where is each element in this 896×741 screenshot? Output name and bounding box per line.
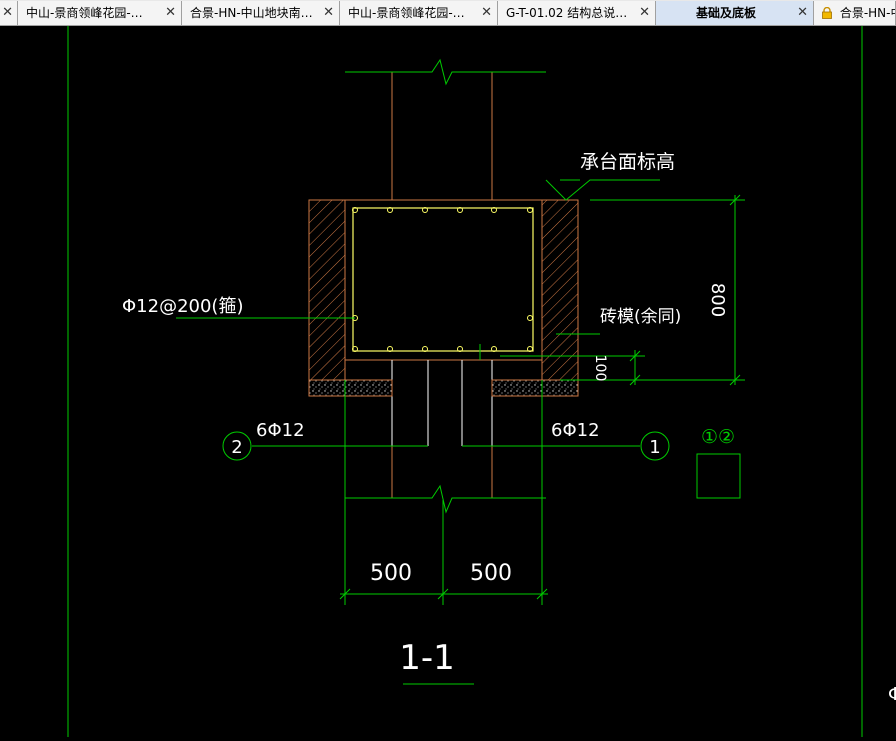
rebar-dots	[352, 207, 533, 352]
label-brick-mold: 砖模(余同)	[600, 307, 681, 327]
brick-mold-right	[541, 199, 579, 381]
dimension-500-left: 500	[370, 561, 412, 586]
label-rebar-left: 6Φ12	[256, 420, 305, 441]
marker-1-text: 1	[649, 437, 660, 458]
cushion-layer	[308, 379, 579, 397]
label-rebar-right: 6Φ12	[551, 420, 600, 441]
section-marker-1: 1	[640, 431, 670, 461]
tab-label: G-T-01.02 结构总说…	[506, 6, 628, 20]
legend-marks: ①②	[701, 426, 735, 448]
close-icon[interactable]: ✕	[797, 5, 808, 20]
tab-structure-notes[interactable]: G-T-01.02 结构总说… ✕	[498, 1, 656, 25]
rebar-cage	[352, 207, 534, 352]
pile-cap	[308, 199, 579, 381]
dimension-100	[500, 350, 645, 386]
label-stirrup: Φ12@200(箍)	[122, 296, 243, 317]
brick-mold-left	[308, 199, 346, 381]
dimension-500-right: 500	[470, 561, 512, 586]
tab-hejing-hn[interactable]: 合景-HN-中山地块南… ✕	[182, 1, 340, 25]
column-upper	[345, 58, 546, 200]
tab-label: 中山-景商领峰花园-…	[26, 6, 143, 20]
tab-foundation-slab[interactable]: 基础及底板 ✕	[656, 1, 814, 25]
lock-icon	[822, 7, 832, 19]
dimension-100-text: 100	[592, 355, 608, 382]
close-icon[interactable]: ✕	[323, 5, 334, 20]
leaders	[176, 179, 660, 447]
dimension-500-500	[339, 380, 548, 605]
section-drawing: 2 1 ①② 承台面标高 Φ12@200(箍) 砖模(余同) 800 100 6…	[67, 26, 896, 737]
close-icon[interactable]: ✕	[639, 5, 650, 20]
document-tab-bar: ✕ 中山-景商领峰花园-… ✕ 合景-HN-中山地块南… ✕ 中山-景商领峰花园…	[0, 0, 896, 26]
label-cap-top-elevation: 承台面标高	[580, 151, 675, 173]
tab-label: 中山-景商领峰花园-…	[348, 6, 465, 20]
close-icon[interactable]: ✕	[2, 5, 13, 20]
close-icon[interactable]: ✕	[165, 5, 176, 20]
tab-zhongshan-2[interactable]: 中山-景商领峰花园-… ✕	[340, 1, 498, 25]
tab-hejing-locked[interactable]: 合景-HN-中	[814, 1, 896, 25]
edge-partial-glyph: Φ	[888, 684, 896, 705]
tab-label: 基础及底板	[696, 6, 757, 20]
close-icon[interactable]: ✕	[481, 5, 492, 20]
cad-drawing-canvas[interactable]: 2 1 ①② 承台面标高 Φ12@200(箍) 砖模(余同) 800 100 6…	[0, 26, 896, 737]
marker-2-text: 2	[231, 437, 242, 458]
section-title: 1-1	[399, 638, 455, 678]
tab-label: 合景-HN-中山地块南…	[190, 6, 313, 20]
tab-zhongshan-1[interactable]: 中山-景商领峰花园-… ✕	[18, 1, 182, 25]
legend: ①②	[696, 426, 741, 499]
section-marker-2: 2	[222, 431, 252, 461]
tab-label: 合景-HN-中	[839, 6, 895, 20]
tab-close-partial[interactable]: ✕	[0, 1, 18, 25]
dimension-800-text: 800	[707, 283, 728, 317]
